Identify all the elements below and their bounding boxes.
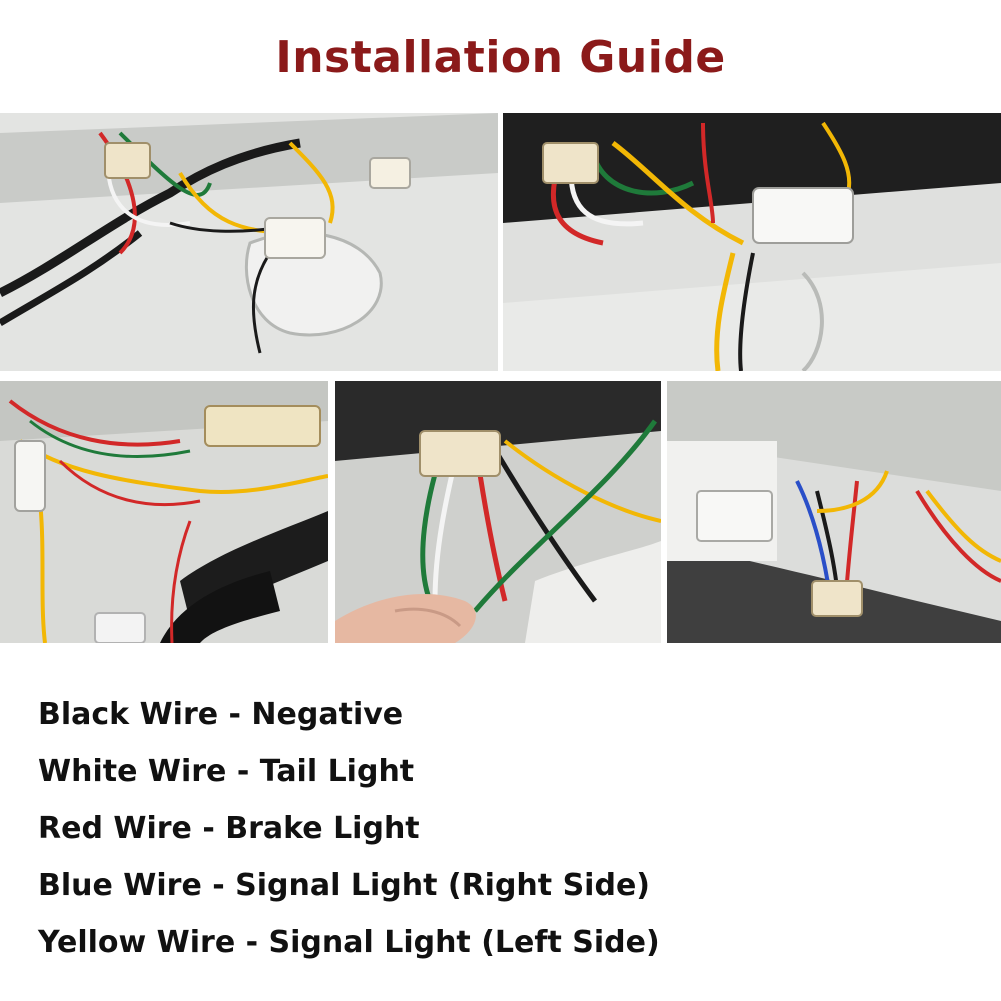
legend-blue-wire: Blue Wire - Signal Light (Right Side) bbox=[38, 868, 650, 903]
page-title: Installation Guide bbox=[275, 32, 726, 83]
wire-color-legend: Black Wire - Negative White Wire - Tail … bbox=[38, 695, 660, 980]
legend-yellow-wire: Yellow Wire - Signal Light (Left Side) bbox=[38, 925, 660, 960]
installation-photo-2 bbox=[503, 113, 1001, 371]
installation-photo-4 bbox=[335, 381, 661, 643]
legend-black-wire: Black Wire - Negative bbox=[38, 697, 404, 732]
installation-photo-3 bbox=[0, 381, 328, 643]
legend-red-wire: Red Wire - Brake Light bbox=[38, 811, 420, 846]
installation-photo-1 bbox=[0, 113, 498, 371]
legend-white-wire: White Wire - Tail Light bbox=[38, 754, 415, 789]
installation-photo-5 bbox=[667, 381, 1001, 643]
